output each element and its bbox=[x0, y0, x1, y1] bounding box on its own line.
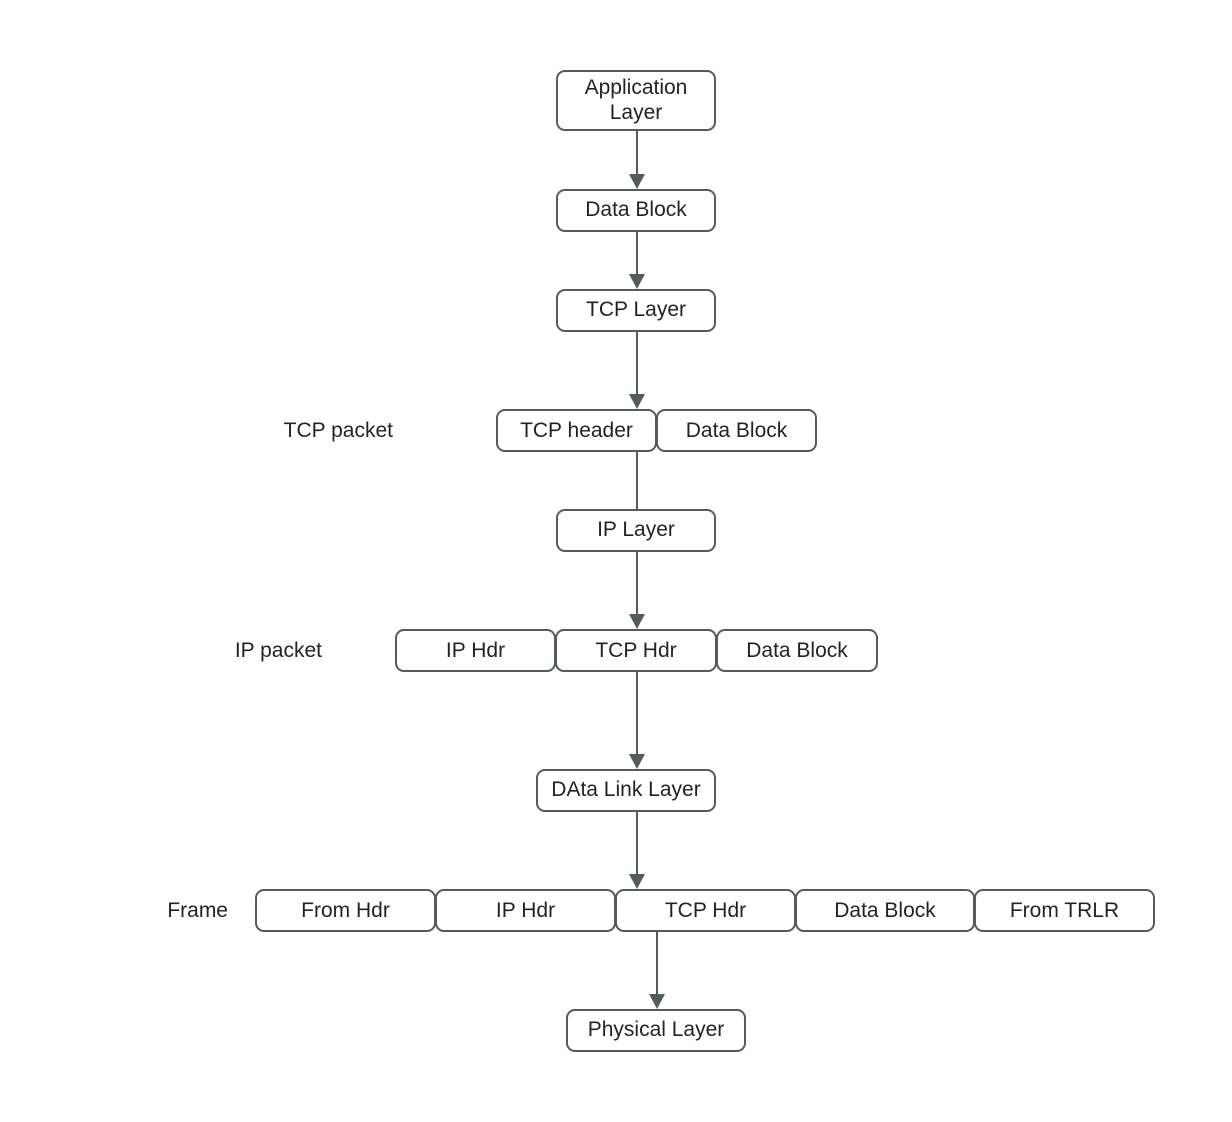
node-tcp-layer[interactable]: TCP Layer bbox=[556, 289, 716, 332]
connector-ip-layer-to-ip-packet bbox=[628, 552, 645, 629]
node-data-block[interactable]: Data Block bbox=[556, 189, 716, 232]
connector-application-to-data-block bbox=[628, 131, 645, 189]
node-data-link-layer[interactable]: DAta Link Layer bbox=[536, 769, 716, 812]
label-ip-packet: IP packet bbox=[234, 639, 322, 662]
row-ip-packet: IP Hdr TCP Hdr Data Block bbox=[395, 629, 878, 672]
segment-data-block[interactable]: Data Block bbox=[656, 409, 817, 452]
segment-from-trlr[interactable]: From TRLR bbox=[974, 889, 1155, 932]
node-ip-layer[interactable]: IP Layer bbox=[556, 509, 716, 552]
segment-tcp-hdr[interactable]: TCP Hdr bbox=[555, 629, 717, 672]
label-tcp-packet: TCP packet bbox=[283, 419, 393, 442]
connector-frame-to-physical-layer bbox=[648, 932, 665, 1009]
connector-tcp-packet-to-ip-layer bbox=[635, 452, 638, 529]
node-application-layer[interactable]: Application Layer bbox=[556, 70, 716, 131]
label-frame: Frame bbox=[167, 899, 228, 922]
row-tcp-packet: TCP header Data Block bbox=[496, 409, 817, 452]
segment-tcp-hdr[interactable]: TCP Hdr bbox=[615, 889, 796, 932]
connector-data-link-layer-to-frame bbox=[628, 812, 645, 889]
connector-tcp-layer-to-tcp-packet bbox=[628, 332, 645, 409]
connector-ip-packet-to-data-link-layer bbox=[628, 672, 645, 769]
row-frame: From Hdr IP Hdr TCP Hdr Data Block From … bbox=[255, 889, 1157, 932]
segment-data-block[interactable]: Data Block bbox=[795, 889, 975, 932]
segment-tcp-header[interactable]: TCP header bbox=[496, 409, 657, 452]
segment-ip-hdr[interactable]: IP Hdr bbox=[435, 889, 616, 932]
segment-from-hdr[interactable]: From Hdr bbox=[255, 889, 436, 932]
segment-data-block[interactable]: Data Block bbox=[716, 629, 878, 672]
segment-ip-hdr[interactable]: IP Hdr bbox=[395, 629, 556, 672]
node-physical-layer[interactable]: Physical Layer bbox=[566, 1009, 746, 1052]
connector-data-block-to-tcp-layer bbox=[628, 232, 645, 289]
